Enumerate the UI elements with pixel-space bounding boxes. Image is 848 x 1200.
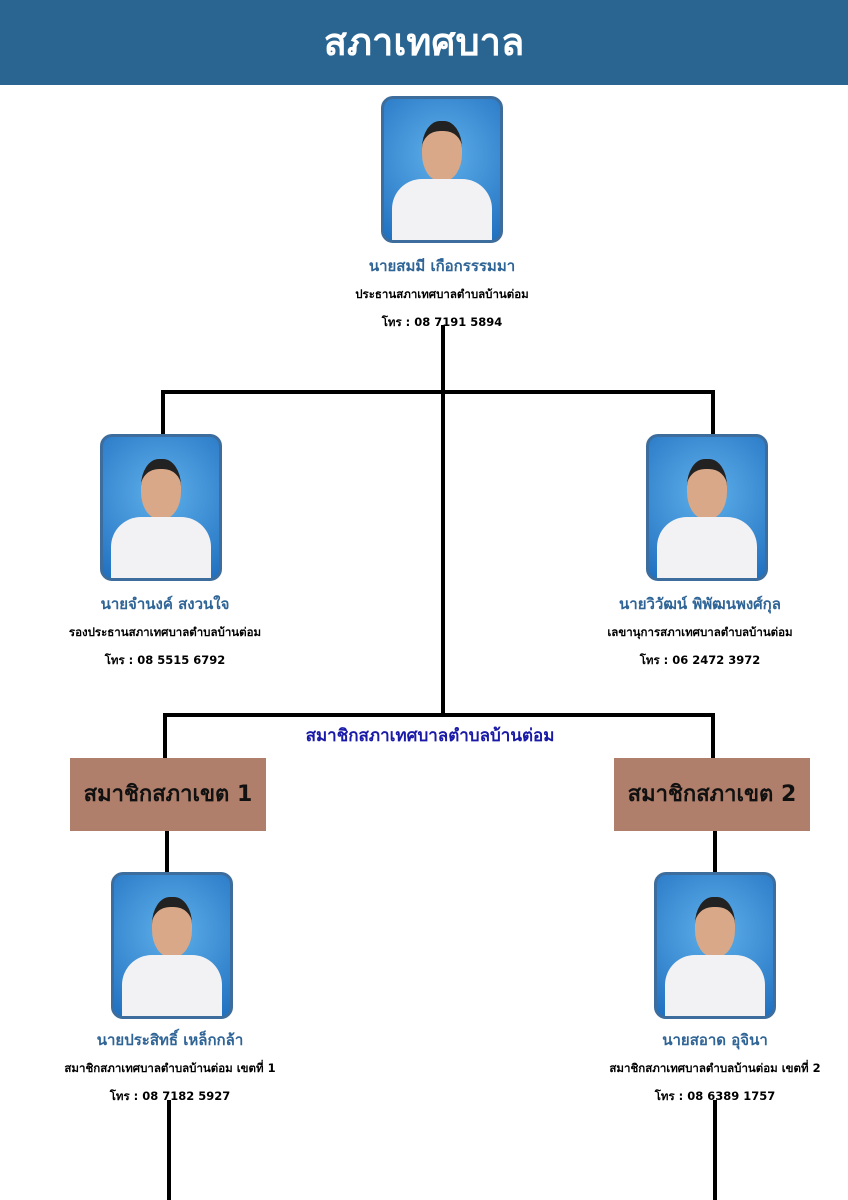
connector-line xyxy=(713,831,717,873)
person-phone: โทร : 08 5515 6792 xyxy=(104,653,226,667)
section-title: สมาชิกสภาเทศบาลตำบลบ้านต่อม xyxy=(305,726,555,746)
connector-line xyxy=(163,713,167,759)
person-name: นายสอาด อุจินา xyxy=(662,1031,768,1049)
person-card-vice-chairman: นายจำนงค์ สงวนใจ รองประธานสภาเทศบาลตำบลบ… xyxy=(0,592,335,670)
person-name: นายจำนงค์ สงวนใจ xyxy=(100,595,230,613)
connector-line xyxy=(163,713,715,717)
connector-line xyxy=(713,1100,717,1200)
person-phone: โทร : 06 2472 3972 xyxy=(639,653,761,667)
photo-member-zone-1 xyxy=(111,872,233,1019)
person-phone: โทร : 08 7182 5927 xyxy=(109,1089,231,1103)
person-name: นายประสิทธิ์ เหล็กกล้า xyxy=(96,1031,244,1049)
connector-line xyxy=(711,713,715,759)
connector-line xyxy=(441,325,445,717)
person-role: รองประธานสภาเทศบาลตำบลบ้านต่อม xyxy=(68,625,262,639)
page-title: สภาเทศบาล xyxy=(0,0,848,85)
person-phone: โทร : 08 7191 5894 xyxy=(381,315,503,329)
connector-line xyxy=(161,390,715,394)
person-phone: โทร : 08 6389 1757 xyxy=(654,1089,776,1103)
photo-chairman xyxy=(381,96,503,243)
person-card-secretary: นายวิวัฒน์ พิพัฒนพงศ์กุล เลขานุการสภาเทศ… xyxy=(530,592,848,670)
photo-secretary xyxy=(646,434,768,581)
person-name: นายวิวัฒน์ พิพัฒนพงศ์กุล xyxy=(619,595,781,613)
connector-line xyxy=(161,390,165,435)
zone-2-label: สมาชิกสภาเขต 2 xyxy=(614,758,810,831)
person-role: เลขานุการสภาเทศบาลตำบลบ้านต่อม xyxy=(607,625,793,639)
person-name: นายสมมี เกือกรรรมมา xyxy=(368,257,516,275)
connector-line xyxy=(165,831,169,873)
photo-vice-chairman xyxy=(100,434,222,581)
person-role: สมาชิกสภาเทศบาลตำบลบ้านต่อม เขตที่ 1 xyxy=(64,1061,276,1075)
person-card-member-zone-2: นายสอาด อุจินา สมาชิกสภาเทศบาลตำบลบ้านต่… xyxy=(545,1028,848,1106)
person-card-member-zone-1: นายประสิทธิ์ เหล็กกล้า สมาชิกสภาเทศบาลตำ… xyxy=(0,1028,340,1106)
person-role: ประธานสภาเทศบาลตำบลบ้านต่อม xyxy=(355,287,529,301)
connector-line xyxy=(167,1100,171,1200)
person-card-chairman: นายสมมี เกือกรรรมมา ประธานสภาเทศบาลตำบลบ… xyxy=(272,254,612,332)
zone-1-label: สมาชิกสภาเขต 1 xyxy=(70,758,266,831)
connector-line xyxy=(711,390,715,435)
person-role: สมาชิกสภาเทศบาลตำบลบ้านต่อม เขตที่ 2 xyxy=(609,1061,821,1075)
photo-member-zone-2 xyxy=(654,872,776,1019)
